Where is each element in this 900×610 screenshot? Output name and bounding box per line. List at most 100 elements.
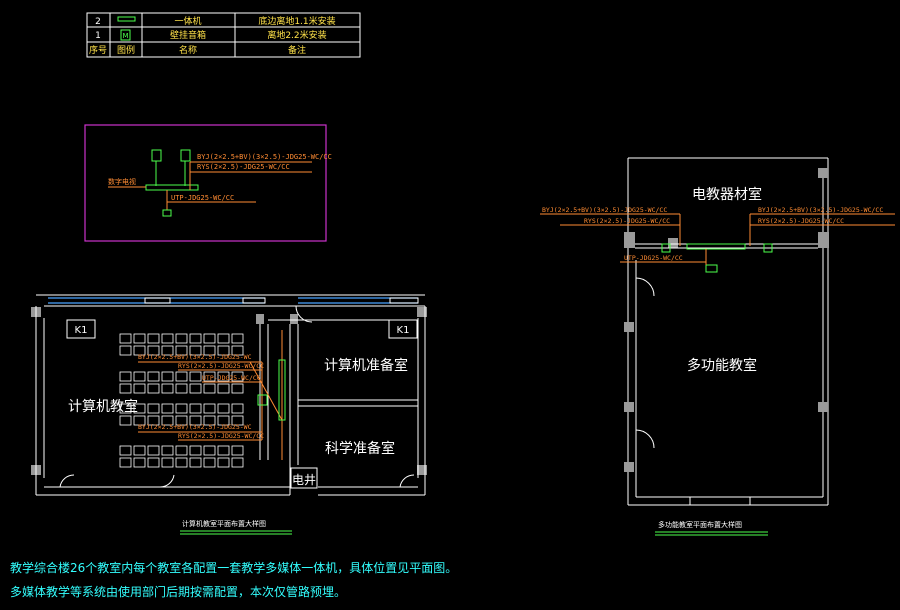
desk-seat — [217, 383, 230, 394]
legend-row-1-remark: 离地2.2米安装 — [267, 29, 326, 41]
legend-row-1-no: 1 — [95, 31, 101, 41]
detail-cable-bottom: UTP-JDG25-WC/CC — [171, 194, 234, 202]
legend-header-remark: 备注 — [288, 44, 306, 56]
legend-row-1-name: 壁挂音箱 — [170, 29, 206, 41]
desk-seat — [119, 415, 132, 426]
left-floor-plan: 电井 K1 K1 BYJ(2×2.5+BV)(3×2.5)-JDG25-WC R… — [31, 294, 427, 535]
outlet-icon — [162, 209, 172, 217]
desk-seat — [119, 371, 132, 382]
desk-seat — [189, 371, 202, 382]
outlet-icon — [705, 264, 718, 273]
legend-header-name: 名称 — [179, 44, 197, 56]
desk-seat — [133, 445, 146, 456]
desk-grid — [119, 333, 244, 468]
desk-seat — [231, 445, 244, 456]
k1-box — [66, 319, 96, 339]
desk-seat — [189, 403, 202, 414]
desk-seat — [217, 415, 230, 426]
desk-seat — [231, 333, 244, 344]
right-cable-bottom: UTP-JDG25-WC/CC — [624, 254, 683, 262]
desk-seat — [161, 345, 174, 356]
desk-seat — [231, 345, 244, 356]
room-elec-well: 电井 — [292, 473, 316, 487]
desk-seat — [161, 333, 174, 344]
desk-seat — [189, 333, 202, 344]
k1-left-label: K1 — [75, 325, 88, 336]
tv-symbol-icon — [117, 16, 136, 22]
left-cable-4: BYJ(2×2.5+BV)(3×2.5)-JDG25-WC — [138, 423, 252, 431]
k1-right-label: K1 — [397, 325, 410, 336]
desk-seat — [175, 345, 188, 356]
desk-seat — [175, 383, 188, 394]
desk-seat — [231, 415, 244, 426]
desk-seat — [189, 415, 202, 426]
desk-seat — [175, 445, 188, 456]
desk-seat — [189, 445, 202, 456]
desk-seat — [161, 457, 174, 468]
desk-seat — [161, 415, 174, 426]
speaker-icon — [257, 394, 268, 406]
desk-seat — [133, 457, 146, 468]
notes: 教学综合楼26个教室内每个教室各配置一套教学多媒体一体机，具体位置见平面图。 多… — [10, 560, 457, 599]
desk-seat — [231, 383, 244, 394]
desk-seat — [133, 333, 146, 344]
left-plan-caption: 计算机教室平面布置大样图 — [182, 519, 266, 528]
legend-table: 2 一体机 底边离地1.1米安装 1 M 壁挂音箱 离地2.2米安装 序号 图例… — [86, 12, 361, 58]
desk-seat — [203, 403, 216, 414]
desk-seat — [147, 345, 160, 356]
detail-cable-2: RYS(2×2.5)-JDG25-WC/CC — [197, 163, 290, 171]
tv-icon — [278, 359, 286, 421]
desk-seat — [147, 403, 160, 414]
desk-seat — [189, 457, 202, 468]
desk-seat — [217, 333, 230, 344]
right-cable-right-1: BYJ(2×2.5+BV)(3×2.5)-JDG25-WC/CC — [758, 206, 883, 214]
left-cable-5: RYS(2×2.5)-JDG25-WC/CC — [178, 432, 264, 440]
tv-icon — [686, 243, 746, 250]
speaker-icon — [763, 243, 773, 253]
desk-seat — [231, 403, 244, 414]
desk-seat — [203, 445, 216, 456]
speaker-icon — [661, 243, 671, 253]
desk-seat — [119, 345, 132, 356]
right-cable-left-2: RYS(2×2.5)-JDG25-WC/CC — [584, 217, 670, 225]
desk-seat — [203, 415, 216, 426]
desk-seat — [175, 403, 188, 414]
speaker-icon — [151, 149, 162, 162]
note-line-1: 教学综合楼26个教室内每个教室各配置一套教学多媒体一体机，具体位置见平面图。 — [10, 560, 457, 575]
note-line-2: 多媒体教学等系统由使用部门后期按需配置，本次仅管路预埋。 — [10, 584, 346, 599]
desk-seat — [161, 371, 174, 382]
detail-cable-1: BYJ(2×2.5+BV)(3×2.5)-JDG25-WC/CC — [197, 153, 332, 161]
left-cable-2: RYS(2×2.5)-JDG25-WC/CC — [178, 362, 264, 370]
desk-seat — [147, 445, 160, 456]
room-prep-computer: 计算机准备室 — [324, 357, 408, 374]
right-cable-left-1: BYJ(2×2.5+BV)(3×2.5)-JDG25-WC/CC — [542, 206, 667, 214]
desk-seat — [133, 345, 146, 356]
legend-row-2-remark: 底边离地1.1米安装 — [258, 15, 335, 27]
desk-seat — [203, 333, 216, 344]
desk-seat — [119, 445, 132, 456]
desk-seat — [203, 345, 216, 356]
room-computer: 计算机教室 — [68, 398, 138, 415]
desk-seat — [119, 457, 132, 468]
left-cable-3: UTP-JDG25-WC/CC — [202, 374, 261, 382]
room-multifunction: 多功能教室 — [687, 357, 757, 374]
desk-seat — [147, 333, 160, 344]
right-cable-right-2: RYS(2×2.5)-JDG25-WC/CC — [758, 217, 844, 225]
right-floor-plan: BYJ(2×2.5+BV)(3×2.5)-JDG25-WC/CC RYS(2×2… — [540, 157, 895, 536]
desk-seat — [175, 371, 188, 382]
legend-header-symbol: 图例 — [117, 44, 135, 56]
desk-seat — [217, 445, 230, 456]
desk-seat — [231, 457, 244, 468]
desk-seat — [147, 415, 160, 426]
desk-seat — [133, 415, 146, 426]
desk-seat — [203, 371, 216, 382]
room-av-equipment: 电教器材室 — [692, 186, 762, 203]
desk-seat — [231, 371, 244, 382]
desk-seat — [217, 345, 230, 356]
desk-seat — [147, 371, 160, 382]
legend-row-2-name: 一体机 — [174, 15, 201, 27]
desk-seat — [119, 333, 132, 344]
legend-row-2-no: 2 — [95, 17, 101, 27]
speaker-symbol-icon — [120, 29, 131, 41]
desk-seat — [133, 403, 146, 414]
